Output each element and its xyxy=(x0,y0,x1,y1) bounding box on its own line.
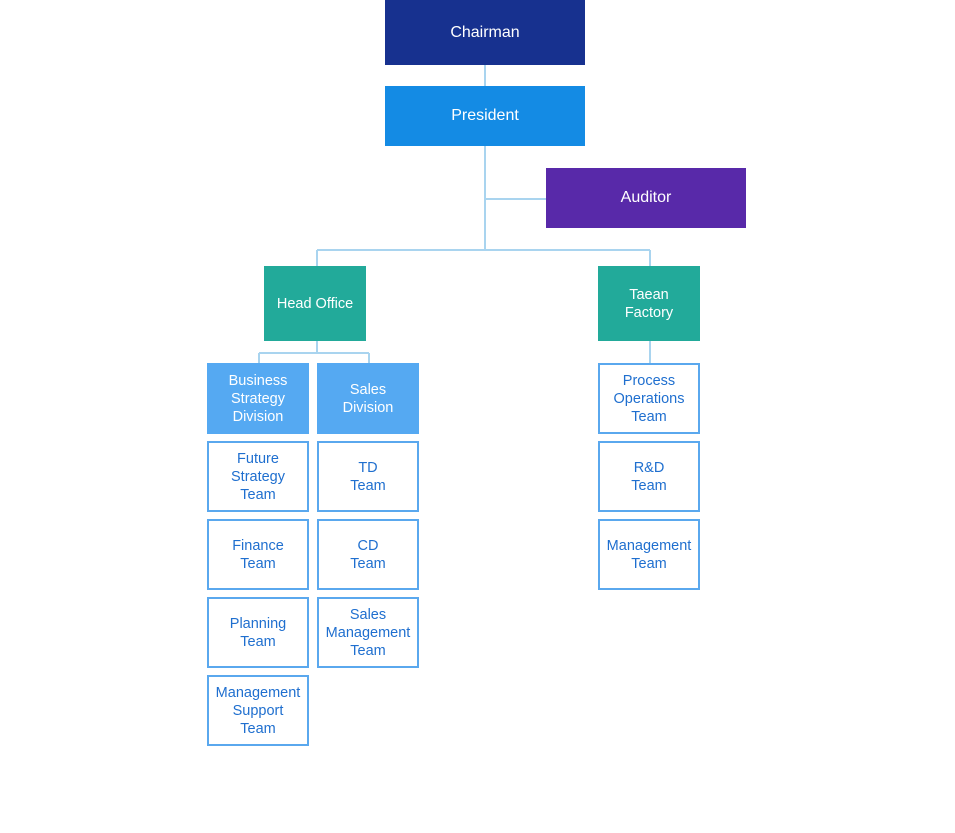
team-box-cd: CD Team xyxy=(317,519,419,590)
team-box-management-support: Management Support Team xyxy=(207,675,309,746)
team-box-finance: Finance Team xyxy=(207,519,309,590)
head-office-box: Head Office xyxy=(264,266,366,341)
auditor-box: Auditor xyxy=(546,168,746,228)
team-box-process-operations: Process Operations Team xyxy=(598,363,700,434)
team-box-planning: Planning Team xyxy=(207,597,309,668)
taean-factory-box: Taean Factory xyxy=(598,266,700,341)
president-box: President xyxy=(385,86,585,146)
sales-division-box: Sales Division xyxy=(317,363,419,434)
team-box-sales-management: Sales Management Team xyxy=(317,597,419,668)
team-box-future-strategy: Future Strategy Team xyxy=(207,441,309,512)
team-box-rnd: R&D Team xyxy=(598,441,700,512)
team-box-td: TD Team xyxy=(317,441,419,512)
team-box-management: Management Team xyxy=(598,519,700,590)
chairman-box: Chairman xyxy=(385,0,585,65)
business-strategy-division-box: Business Strategy Division xyxy=(207,363,309,434)
